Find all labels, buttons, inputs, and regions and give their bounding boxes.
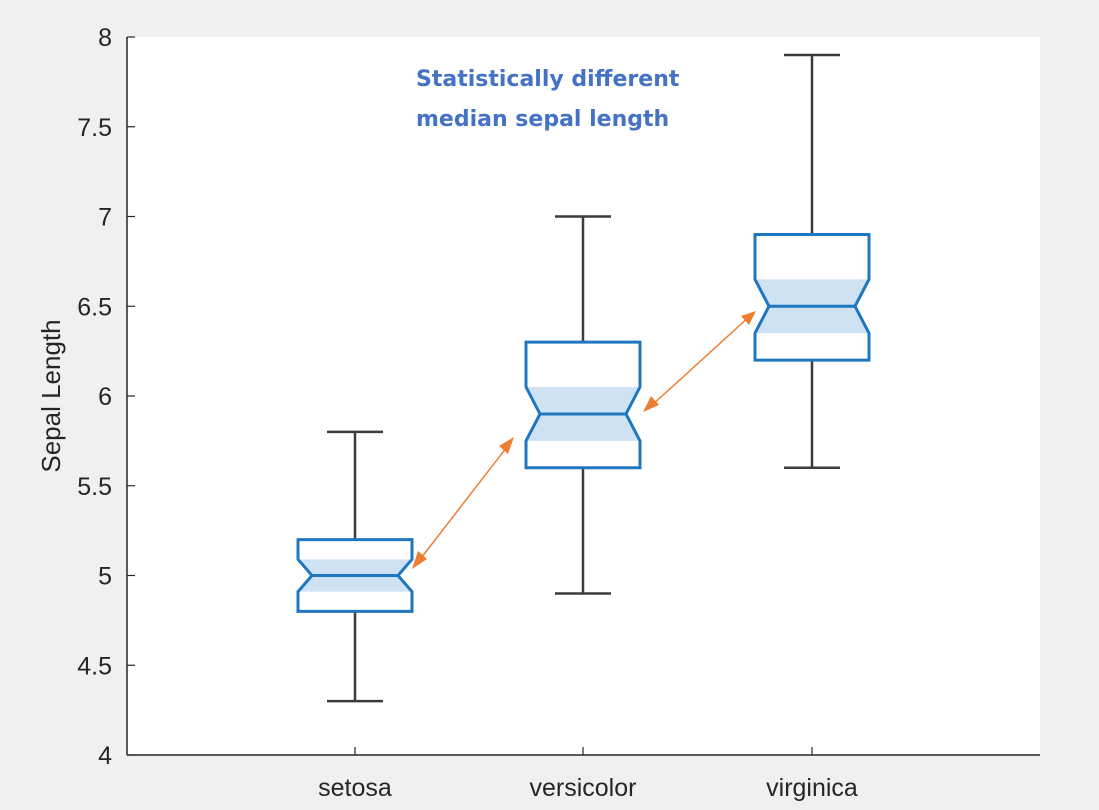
boxes [296,53,871,703]
y-tick-label: 7.5 [77,114,112,142]
arrow-versicolor-virginica [649,315,751,408]
x-tick-label-virginica: virginica [766,774,858,802]
y-tick-label: 6.5 [77,293,112,321]
annotation-line-1: Statistically different [416,67,680,92]
y-axis-label: Sepal Length [36,319,66,472]
y-tick-label: 4 [98,742,112,770]
arrowhead-icon [643,396,659,412]
annotation-arrows [412,311,756,569]
arrowhead-icon [412,551,427,569]
annotation-line-2: median sepal length [416,107,669,132]
y-axis: 4 4.5 5 5.5 6 6.5 7 7.5 8 [77,24,135,770]
arrowhead-icon [741,311,756,325]
box-setosa [296,430,414,703]
box-versicolor [524,215,642,595]
y-tick-label: 5.5 [77,473,112,501]
x-tick-label-setosa: setosa [318,774,392,802]
arrowhead-icon [499,437,514,454]
y-tick-label: 8 [98,24,112,52]
y-tick-label: 6 [98,383,112,411]
x-axis: setosa versicolor virginica [127,747,1040,802]
arrow-setosa-versicolor [417,442,511,563]
x-tick-label-versicolor: versicolor [530,774,637,802]
y-tick-label: 5 [98,563,112,591]
box-virginica [753,53,871,470]
y-tick-label: 7 [98,204,112,232]
y-tick-label: 4.5 [77,652,112,680]
